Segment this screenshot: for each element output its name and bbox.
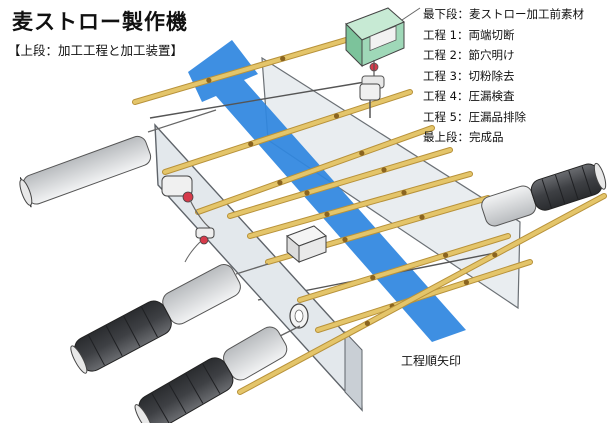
legend-item: 最下段：麦ストロー加工前素材 [423,7,584,21]
guide-ring [289,303,309,329]
straw [195,125,435,215]
drill-bit-1 [235,263,269,275]
straw-node [342,237,348,243]
straw-node [333,113,340,119]
air-fitting [359,83,381,118]
legend-item: 工程 3：切粉除去 [423,68,515,83]
subtitle: 【上段：加工工程と加工装置】 [8,43,184,58]
arrow-label: 工程順矢印 [401,354,462,368]
straw-node [280,56,286,62]
lower-drill-tool-1 [70,264,241,374]
legend-item: 工程 1：両端切断 [423,27,515,42]
pressure-tester-box [345,7,421,89]
lower-drill-tool-2 [134,326,288,427]
left-plate-front [344,330,363,412]
process-arrow [188,40,466,342]
straw [237,193,607,395]
straw [297,233,511,303]
straw-node [492,252,498,258]
legend-item: 工程 5：圧漏品排除 [423,109,526,124]
straw-node [419,214,425,220]
cutter-unit [161,175,215,263]
process-legend: 最下段：麦ストロー加工前素材 工程 1：両端切断 工程 2：節穴明け 工程 3：… [423,4,584,148]
legend-item: 最上段：完成品 [423,130,504,144]
right-drill-tool [481,162,607,227]
straw-node [206,77,212,83]
legend-item: 工程 2：節穴明け [423,48,515,62]
left-cutter-tool [19,135,152,208]
straw-node [370,275,376,281]
page-title: 麦ストロー製作機 [12,10,188,34]
inspection-sensor [286,225,327,264]
straw-node [364,320,370,326]
straw-node [443,252,449,258]
straw-node [324,211,330,217]
straw [247,171,473,239]
straw-node [248,141,254,147]
straw-node [381,167,387,173]
straw-node [304,190,310,196]
straw-node [401,190,407,196]
straw [227,147,453,219]
straw-node [277,180,283,186]
needle [147,109,217,133]
straw-node [463,279,469,285]
straw [132,37,349,105]
straw-node [359,150,365,156]
frame-rail-top [149,81,366,119]
legend-item: 工程 4：圧漏検査 [423,89,515,103]
straw [162,89,413,175]
tool-group [19,135,607,427]
